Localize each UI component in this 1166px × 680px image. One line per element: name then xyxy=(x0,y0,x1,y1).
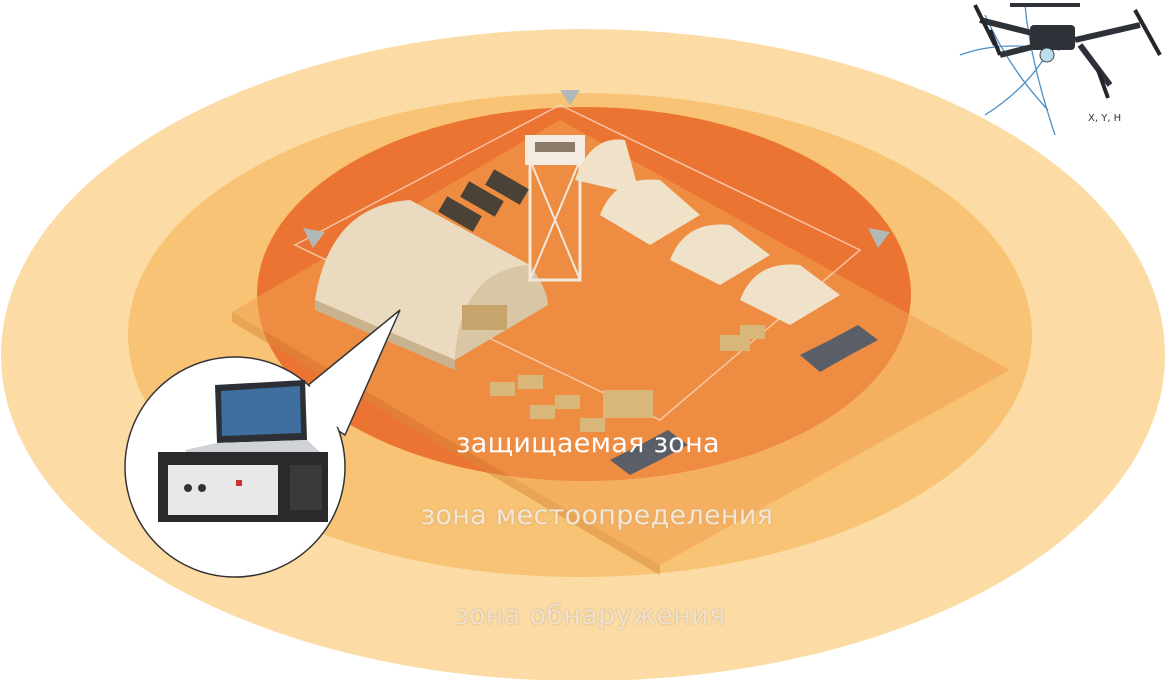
receiver-unit-icon xyxy=(158,452,328,522)
antennas xyxy=(303,90,890,248)
hangar xyxy=(315,200,548,370)
tents xyxy=(575,139,840,325)
location-zone-label: зона местоопределения xyxy=(420,500,774,531)
drone-icon xyxy=(959,3,1162,136)
drone-coordinates-label: X, Y, H xyxy=(1088,113,1122,124)
solar-panels xyxy=(610,325,878,475)
vehicles xyxy=(438,169,529,232)
protected-zone-label: защищаемая зона xyxy=(456,428,720,459)
control-station-callout xyxy=(124,309,401,578)
detection-zone-label: зона обнаружения xyxy=(454,600,726,631)
watch-tower xyxy=(525,135,585,282)
perimeter-fence xyxy=(293,104,862,421)
